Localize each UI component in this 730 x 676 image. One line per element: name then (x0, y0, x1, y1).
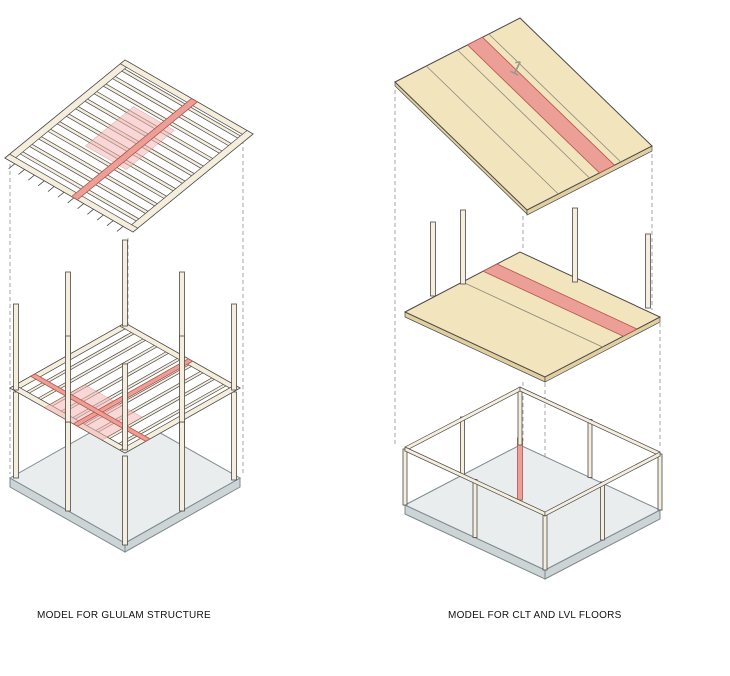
bottom-level-rails (404, 386, 661, 517)
lvl-floor-highlight-strip (482, 263, 638, 337)
glulam-structure-diagram (4, 59, 254, 553)
mid-level-posts (430, 207, 651, 309)
glulam-floor-highlight-beam (29, 373, 151, 442)
glulam-upper-columns (13, 239, 237, 451)
bottom-level-highlight-post (517, 437, 523, 501)
clt-caption: MODEL FOR CLT AND LVL FLOORS (448, 610, 622, 621)
glulam-caption: MODEL FOR GLULAM STRUCTURE (37, 610, 211, 621)
glulam-roof (4, 59, 254, 233)
clt-roof-panel: 1 (394, 17, 653, 216)
bottom-level-posts (402, 388, 663, 571)
glulam-floor-highlight-beam (72, 358, 194, 427)
clt-bottom-level (402, 386, 663, 580)
clt-lvl-floors-diagram: 1 (394, 17, 663, 580)
clt-roof-highlight-strip (466, 36, 616, 174)
clt-projection-dashed-lines (394, 90, 661, 508)
glulam-roof-highlight-zone (84, 106, 175, 170)
lvl-mid-floor-plate (403, 207, 662, 383)
glulam-roof-highlight-beam (70, 98, 199, 201)
